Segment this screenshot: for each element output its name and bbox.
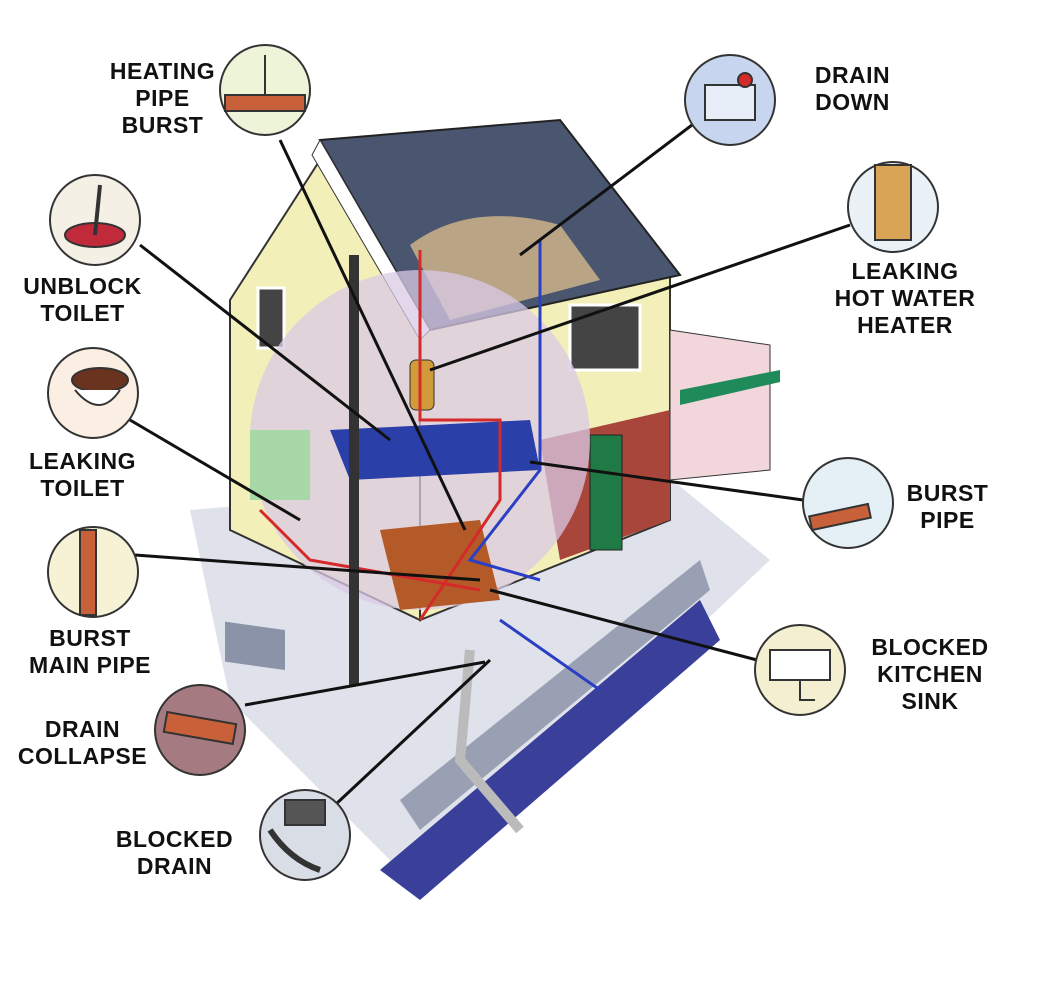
upper-window [568,303,642,372]
blocked-drain-icon [259,789,351,881]
label-line: COLLAPSE [17,743,148,769]
leader-hot-water-heater [429,223,851,372]
hot-pipe [418,250,502,621]
label-line: HEATER [857,312,953,338]
label-line: BLOCKED [115,826,234,852]
label-line: TOILET [40,475,125,501]
label-line: BURST [49,625,131,651]
leader-leaking-toilet [129,418,301,522]
soil-stack-pipe [349,255,359,685]
leaking-toilet-icon [47,347,139,439]
garage-awning [680,370,780,405]
burst-main-pipe-icon [47,526,139,618]
floor-upper [330,420,540,480]
drain-pipe [454,649,524,834]
drain-trough [225,621,285,671]
leader-kitchen-sink [489,588,758,662]
front-door [589,434,623,551]
leader-burst-pipe [529,460,804,502]
label-line: HOT WATER [834,285,976,311]
label-line: DOWN [815,89,890,115]
label-line: BLOCKED [871,634,989,660]
hot-pipe-lower [258,508,481,592]
leader-lines [129,123,851,807]
toilet-plunger-icon [49,174,141,266]
heating-pipe-burst-icon [219,44,311,136]
kitchen-floor [380,520,500,610]
label-line: SINK [901,688,959,714]
street-main-pipe [380,600,720,900]
drain-down-icon [684,54,776,146]
label-line: BURST [906,480,989,506]
leader-burst-main-pipe [134,553,481,582]
label-line: LEAKING [29,448,136,474]
leader-heating-pipe-burst [278,139,467,531]
cold-pipe-supply [499,618,601,692]
water-heater-icon [847,161,939,253]
drain-collapse-icon [154,684,246,776]
green-room [250,430,310,500]
label-line: LEAKING [851,258,959,284]
hot-water-cylinder [409,359,435,411]
leader-blocked-drain [333,658,492,807]
label-line: HEATING [109,58,216,84]
leader-unblock-toilet [139,243,391,442]
label-line: MAIN PIPE [28,652,152,678]
garage [669,329,771,481]
label-line: BURST [121,112,204,138]
label-line: KITCHEN [877,661,983,687]
label-line: PIPE [135,85,190,111]
burst-pipe-icon [802,457,894,549]
label-line: UNBLOCK [23,273,142,299]
label-line: DRAIN [136,853,213,879]
label-line: DRAIN [814,62,891,88]
leader-drain-down [519,123,693,257]
label-line: TOILET [40,300,125,326]
cold-pipe [467,240,542,582]
kitchen-sink-icon [754,624,846,716]
label-line: DRAIN [44,716,121,742]
leader-drain-collapse [244,660,486,707]
label-line: PIPE [920,507,975,533]
